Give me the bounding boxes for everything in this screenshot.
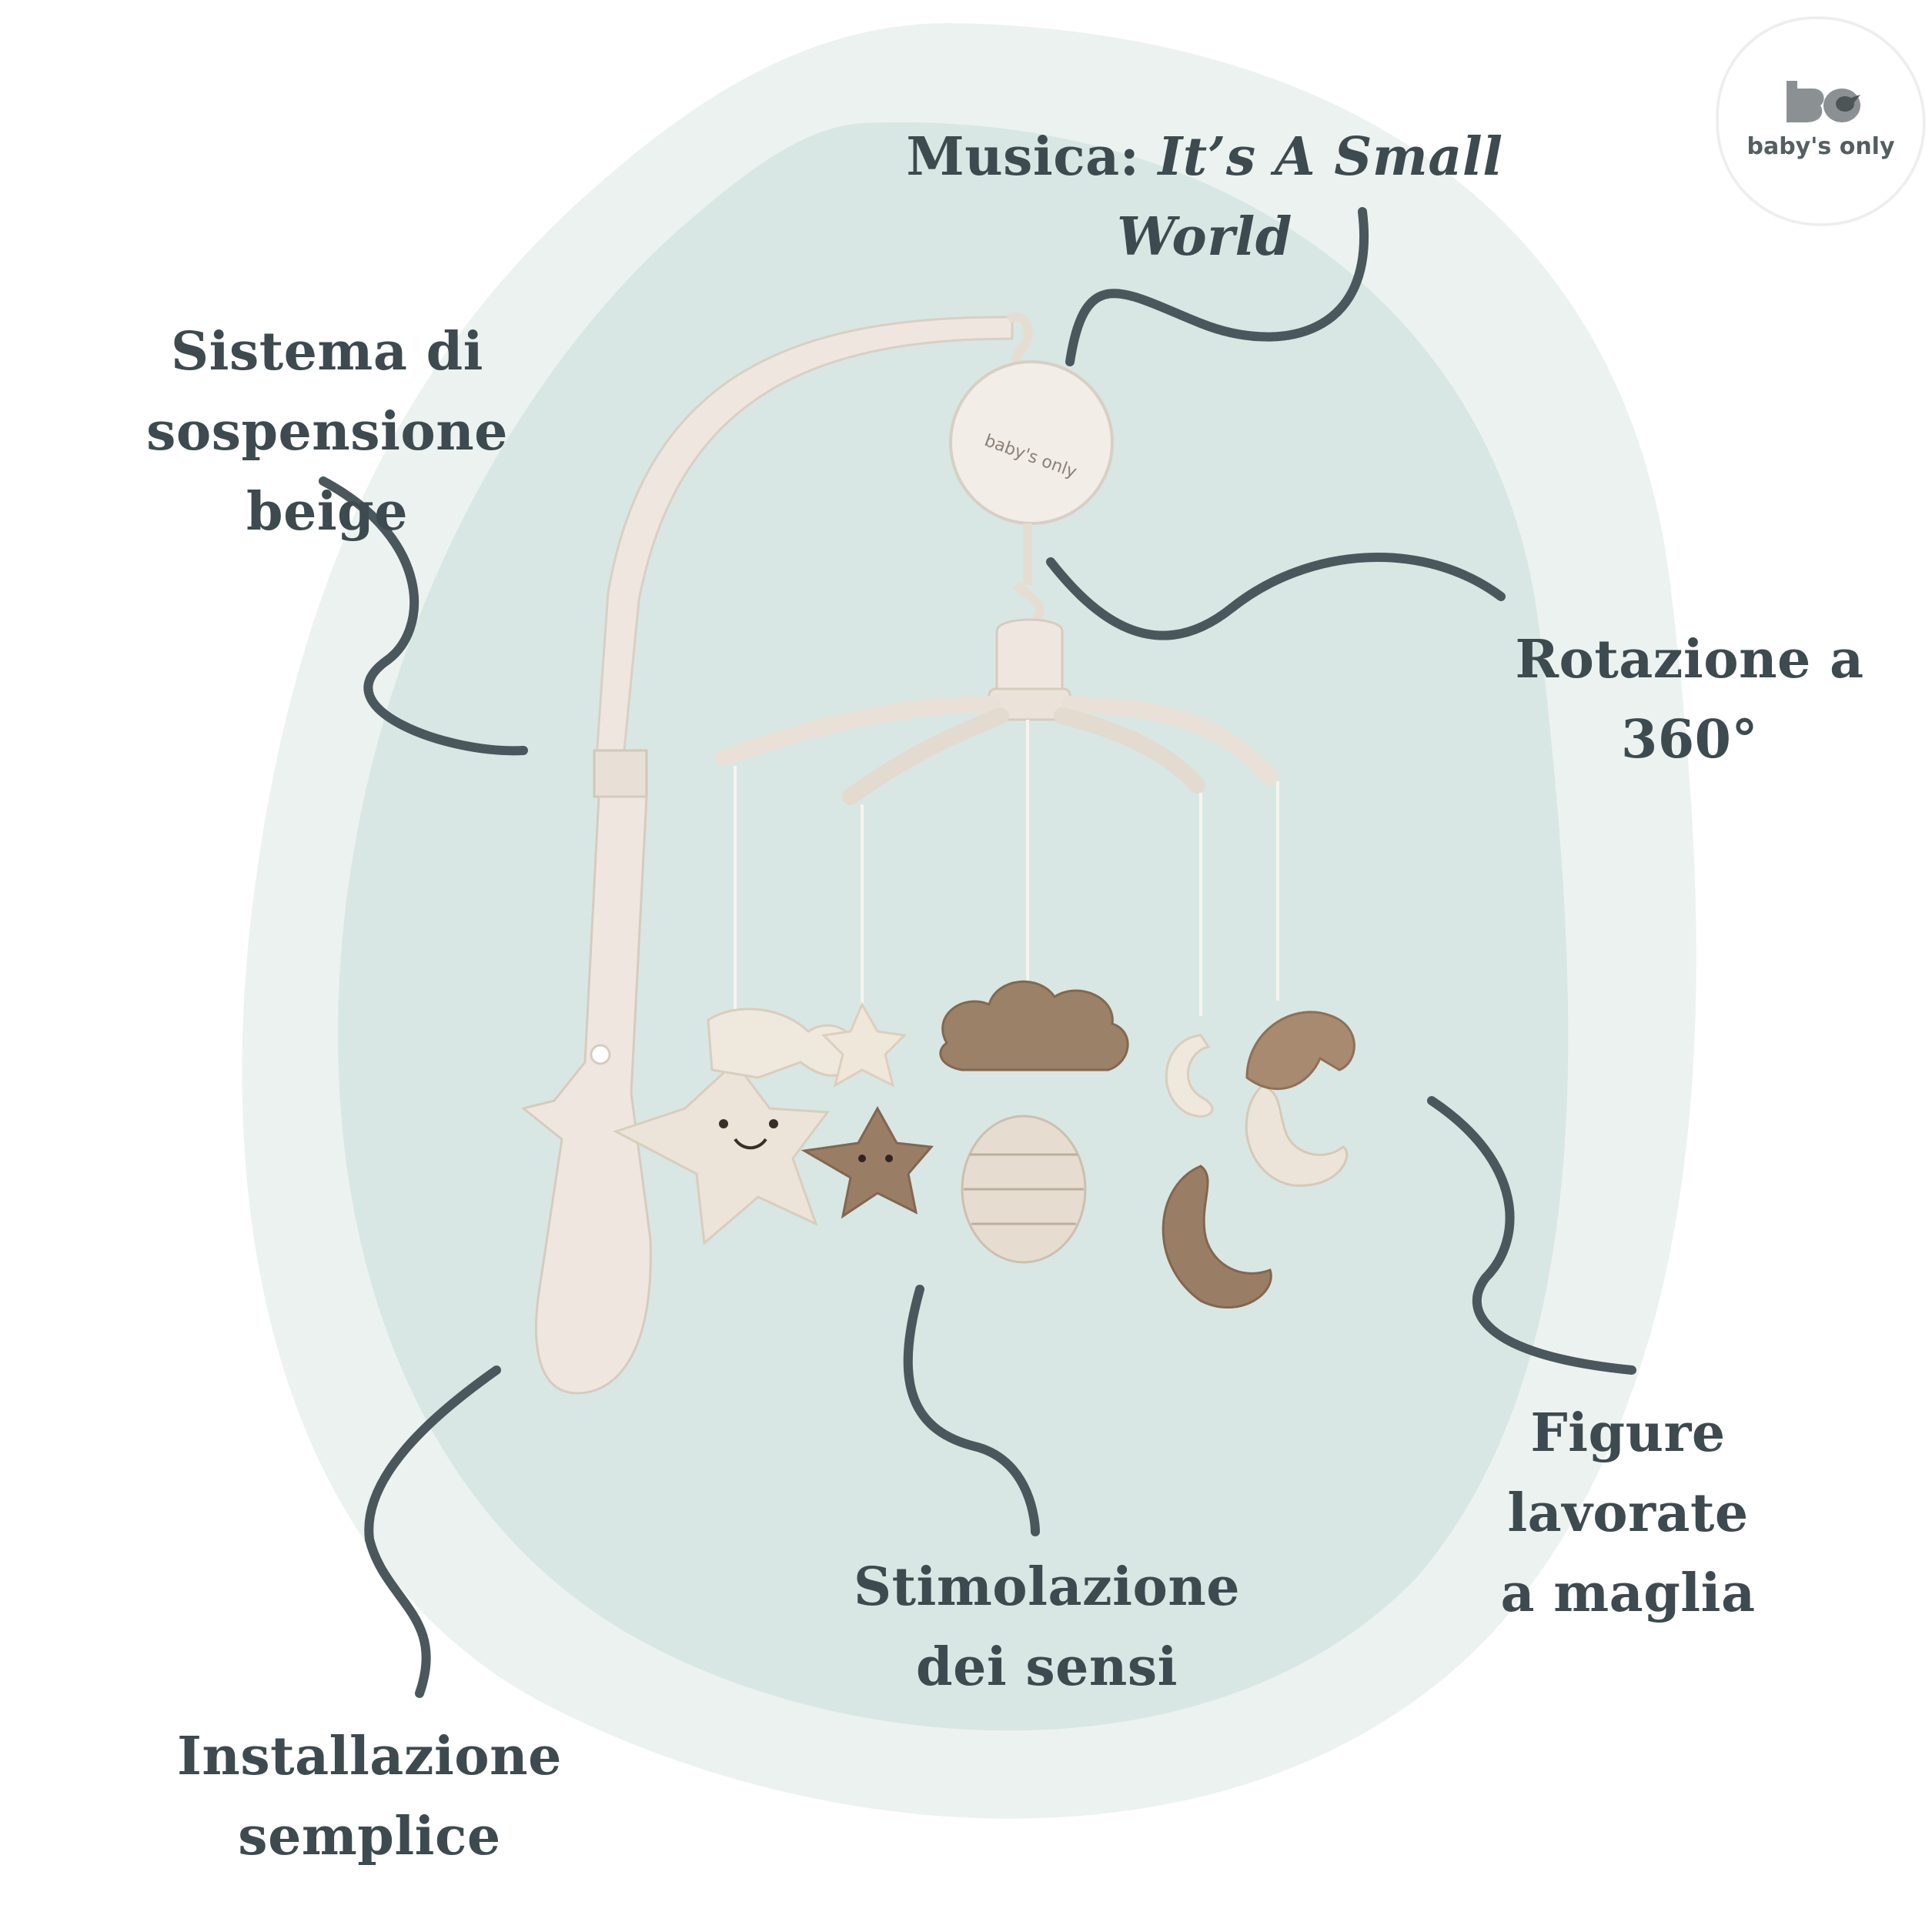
feature-knitted-line1: Figure lavorate	[1507, 1402, 1749, 1544]
feature-senses-line1: Stimolazione	[853, 1556, 1241, 1618]
callout-line-senses	[903, 1285, 1040, 1536]
feature-rotation-line1: Rotazione a 360°	[1515, 629, 1864, 770]
mobile-crossbar-front	[842, 707, 1205, 805]
feature-rotation: Rotazione a 360°	[1462, 620, 1917, 780]
knit-star-large	[613, 1060, 830, 1245]
music-title: It’s A Small World	[1117, 126, 1503, 268]
crib-mobile-illustration: baby's only	[520, 312, 1355, 1395]
plush-star-small	[821, 1001, 908, 1088]
feature-senses-line2: dei sensi	[916, 1636, 1178, 1698]
arm-collar	[593, 749, 648, 798]
mobile-clamp	[520, 795, 652, 1395]
callout-line-install	[364, 1365, 501, 1698]
feature-install-line1: Installazione semplice	[177, 1726, 562, 1867]
music-prefix: Musica:	[906, 126, 1158, 188]
music-label: Musica: It’s A Small World	[847, 117, 1563, 277]
feature-suspension-line1: Sistema di	[171, 321, 483, 383]
mobile-hub	[995, 618, 1064, 694]
feature-knitted: Figure lavorate a maglia	[1401, 1393, 1855, 1633]
knit-hat-brown	[1245, 1011, 1355, 1091]
feature-suspension: Sistema di sospensione beige	[69, 312, 585, 552]
feature-knitted-line2: a maglia	[1500, 1563, 1756, 1624]
knit-moon-brown	[1162, 1165, 1272, 1309]
music-box	[949, 360, 1114, 525]
feature-senses: Stimolazione dei sensi	[839, 1547, 1255, 1707]
feature-suspension-line2: sospensione beige	[146, 401, 508, 543]
plush-cloud	[939, 980, 1129, 1071]
feature-install: Installazione semplice	[54, 1716, 685, 1877]
mobile-crossbar-back	[715, 696, 1279, 786]
brand-logo: baby's only	[1716, 17, 1925, 226]
knit-star-brown	[801, 1105, 934, 1219]
bo-monogram-icon	[1787, 81, 1860, 122]
callout-line-music	[1065, 207, 1369, 366]
callout-line-rotation	[1046, 553, 1506, 640]
plush-moon-cream	[1165, 1034, 1214, 1118]
callout-line-knitted	[1427, 1096, 1636, 1375]
callout-line-suspension	[319, 476, 528, 756]
callout-lines	[319, 207, 1636, 1698]
brand-logo-text: baby's only	[1746, 133, 1895, 160]
knit-moon-cream	[1245, 1084, 1349, 1187]
